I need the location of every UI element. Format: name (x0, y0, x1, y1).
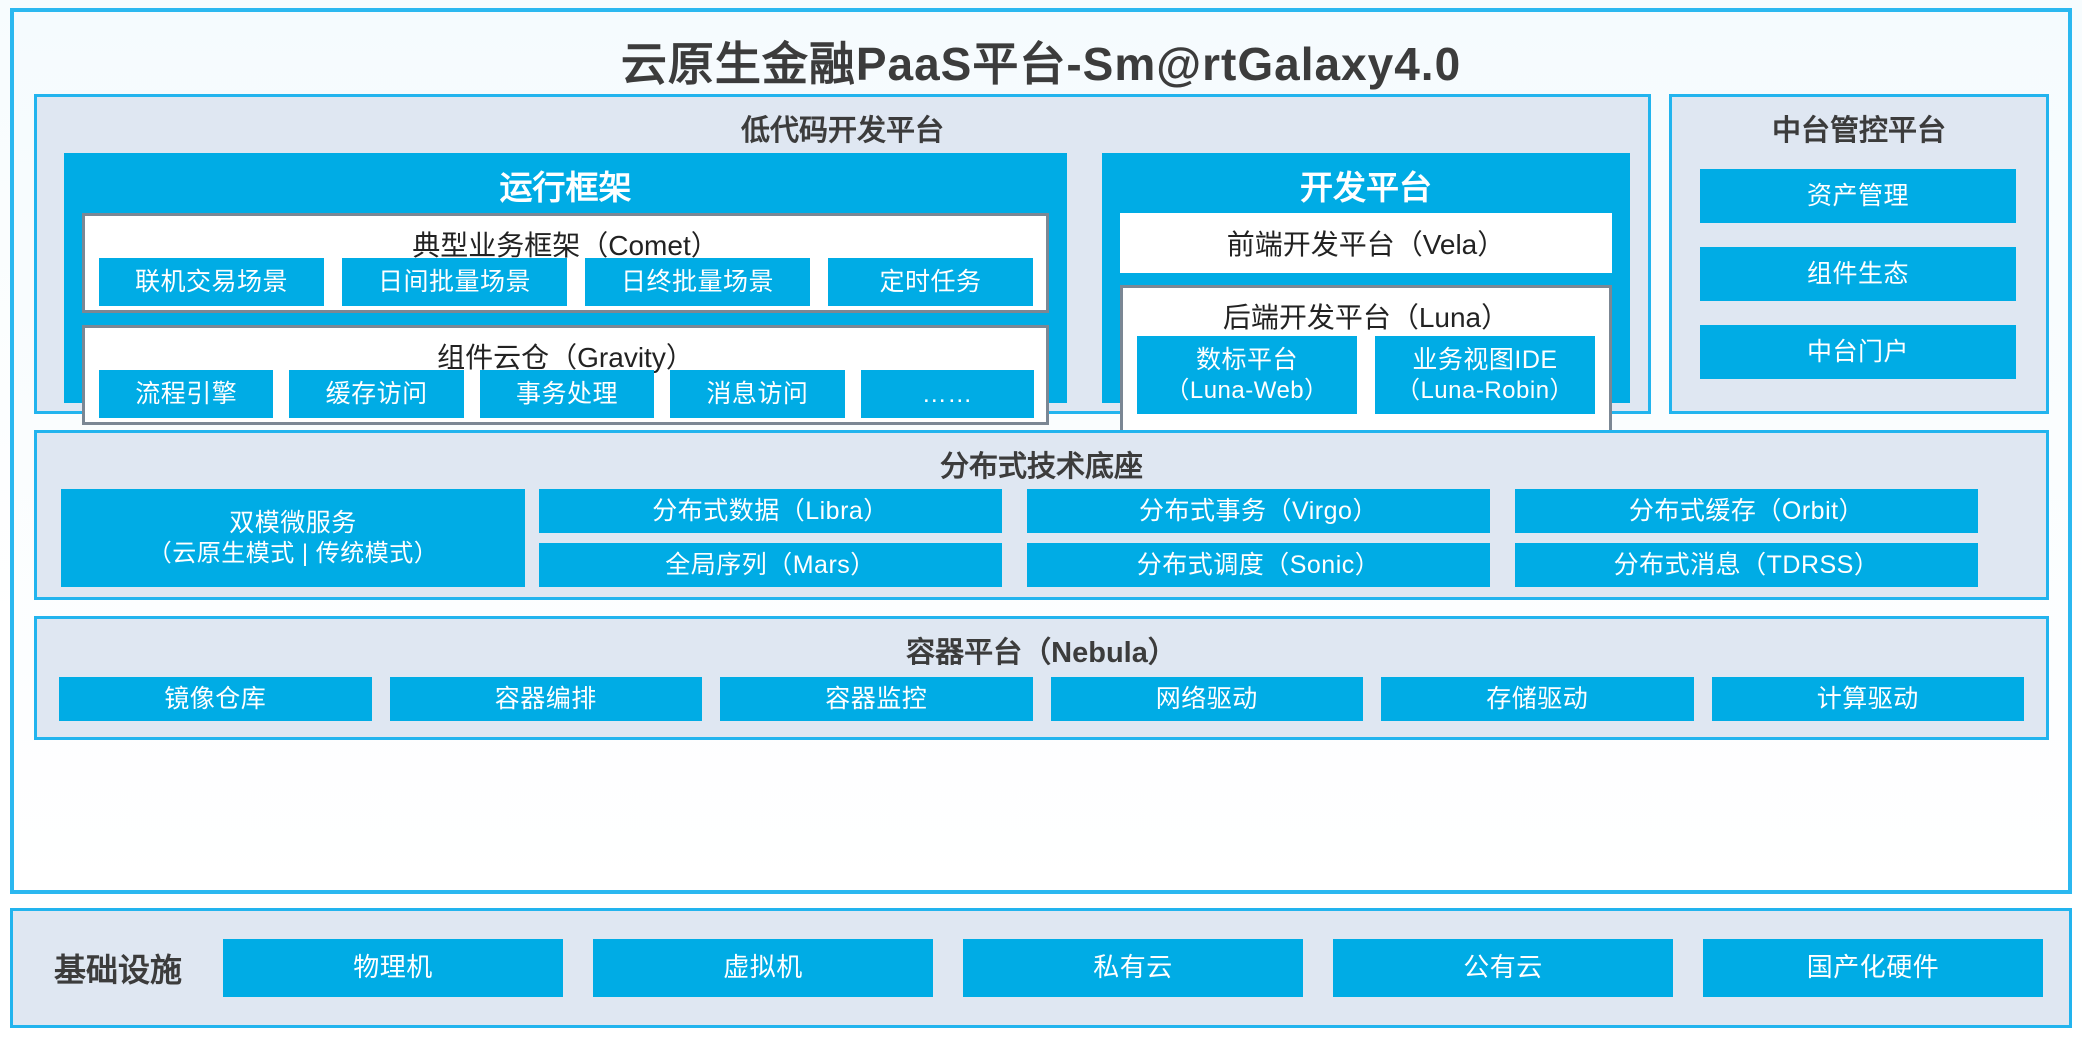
gravity-item[interactable]: 缓存访问 (289, 370, 464, 418)
distributed-column: 分布式缓存（Orbit） 分布式消息（TDRSS） (1515, 489, 1978, 587)
dual-mode-microservice[interactable]: 双模微服务 （云原生模式 | 传统模式） (61, 489, 525, 587)
midoffice-item[interactable]: 资产管理 (1700, 169, 2016, 223)
box-comet: 典型业务框架（Comet） 联机交易场景 日间批量场景 日终批量场景 定时任务 (82, 213, 1049, 313)
panel-midoffice-platform: 中台管控平台 资产管理 组件生态 中台门户 (1669, 94, 2049, 414)
dual-mode-line2: （云原生模式 | 传统模式） (147, 539, 439, 567)
panel-lowcode-platform: 低代码开发平台 运行框架 典型业务框架（Comet） 联机交易场景 日间批量场景… (34, 94, 1651, 435)
container-platform-title: 容器平台（Nebula） (906, 637, 1177, 669)
infrastructure-item[interactable]: 国产化硬件 (1703, 939, 2043, 997)
luna-item[interactable]: 业务视图IDE （Luna-Robin） (1375, 336, 1595, 414)
gravity-item[interactable]: …… (860, 370, 1034, 418)
container-item[interactable]: 容器编排 (389, 677, 702, 721)
distributed-column: 分布式数据（Libra） 全局序列（Mars） (539, 489, 1002, 587)
infrastructure-items: 物理机 虚拟机 私有云 公有云 国产化硬件 (223, 939, 2069, 997)
midoffice-item[interactable]: 组件生态 (1700, 247, 2016, 301)
infrastructure-label: 基础设施 (53, 952, 182, 988)
midoffice-items: 资产管理 组件生态 中台门户 (1700, 169, 2016, 379)
gravity-item[interactable]: 消息访问 (670, 370, 845, 418)
comet-item[interactable]: 日终批量场景 (585, 258, 810, 306)
gravity-title: 组件云仓（Gravity） (437, 342, 694, 373)
luna-item[interactable]: 数标平台 （Luna-Web） (1137, 336, 1357, 414)
distributed-item[interactable]: 分布式缓存（Orbit） (1515, 489, 1978, 533)
container-item[interactable]: 镜像仓库 (59, 677, 372, 721)
midoffice-platform-title: 中台管控平台 (1771, 115, 1946, 147)
runtime-framework-title: 运行框架 (499, 169, 632, 206)
panel-container-platform: 容器平台（Nebula） 镜像仓库 容器编排 容器监控 网络驱动 存储驱动 计算… (34, 616, 2049, 740)
dev-platform-title: 开发平台 (1300, 169, 1432, 206)
luna-item-name: 业务视图IDE (1412, 346, 1558, 375)
dual-mode-line1: 双模微服务 (229, 509, 357, 538)
box-backend-luna: 后端开发平台（Luna） 数标平台 （Luna-Web） 业务视图IDE （Lu… (1120, 285, 1612, 435)
distributed-item[interactable]: 全局序列（Mars） (539, 543, 1002, 587)
infrastructure-item[interactable]: 物理机 (223, 939, 563, 997)
panel-distributed-base: 分布式技术底座 双模微服务 （云原生模式 | 传统模式） 分布式数据（Libra… (34, 430, 2049, 600)
platform-outer-frame: 云原生金融PaaS平台-Sm@rtGalaxy4.0 低代码开发平台 运行框架 … (10, 8, 2072, 894)
luna-item-code: （Luna-Robin） (1395, 376, 1575, 404)
frontend-vela-label: 前端开发平台（Vela） (1226, 229, 1506, 260)
infrastructure-item[interactable]: 公有云 (1333, 939, 1673, 997)
lowcode-platform-title: 低代码开发平台 (740, 115, 944, 147)
distributed-column: 分布式事务（Virgo） 分布式调度（Sonic） (1027, 489, 1490, 587)
luna-item-name: 数标平台 (1195, 346, 1298, 375)
container-items: 镜像仓库 容器编排 容器监控 网络驱动 存储驱动 计算驱动 (59, 677, 2024, 721)
distributed-item[interactable]: 分布式数据（Libra） (539, 489, 1002, 533)
midoffice-item[interactable]: 中台门户 (1700, 325, 2016, 379)
box-frontend-vela[interactable]: 前端开发平台（Vela） (1120, 213, 1612, 273)
distributed-item[interactable]: 分布式调度（Sonic） (1027, 543, 1490, 587)
gravity-item[interactable]: 事务处理 (479, 370, 655, 418)
container-item[interactable]: 存储驱动 (1381, 677, 1694, 721)
comet-item[interactable]: 定时任务 (828, 258, 1033, 306)
page-title: 云原生金融PaaS平台-Sm@rtGalaxy4.0 (620, 38, 1462, 90)
luna-item-code: （Luna-Web） (1165, 376, 1329, 404)
box-gravity: 组件云仓（Gravity） 流程引擎 缓存访问 事务处理 消息访问 …… (82, 325, 1049, 425)
distributed-item[interactable]: 分布式事务（Virgo） (1027, 489, 1490, 533)
comet-item[interactable]: 日间批量场景 (342, 258, 567, 306)
container-item[interactable]: 网络驱动 (1050, 677, 1363, 721)
card-runtime-framework: 运行框架 典型业务框架（Comet） 联机交易场景 日间批量场景 日终批量场景 … (64, 153, 1067, 425)
gravity-item[interactable]: 流程引擎 (99, 370, 274, 418)
container-item[interactable]: 容器监控 (720, 677, 1033, 721)
container-item[interactable]: 计算驱动 (1711, 677, 2024, 721)
comet-item[interactable]: 联机交易场景 (99, 258, 324, 306)
comet-title: 典型业务框架（Comet） (412, 230, 719, 261)
card-dev-platform: 开发平台 前端开发平台（Vela） 后端开发平台（Luna） 数标平台 （Lun… (1102, 153, 1630, 435)
luna-items: 数标平台 （Luna-Web） 业务视图IDE （Luna-Robin） (1137, 336, 1595, 414)
panel-infrastructure: 基础设施 物理机 虚拟机 私有云 公有云 国产化硬件 (10, 908, 2072, 1028)
distributed-base-title: 分布式技术底座 (939, 451, 1143, 483)
backend-luna-title: 后端开发平台（Luna） (1222, 302, 1510, 333)
infrastructure-item[interactable]: 私有云 (963, 939, 1303, 997)
infrastructure-item[interactable]: 虚拟机 (593, 939, 933, 997)
distributed-item[interactable]: 分布式消息（TDRSS） (1515, 543, 1978, 587)
comet-items: 联机交易场景 日间批量场景 日终批量场景 定时任务 (99, 258, 1034, 306)
gravity-items: 流程引擎 缓存访问 事务处理 消息访问 …… (99, 370, 1034, 418)
